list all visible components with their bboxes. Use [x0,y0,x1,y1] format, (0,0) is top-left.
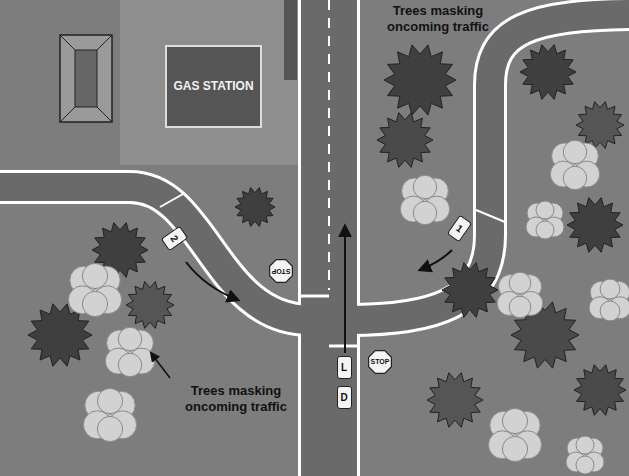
path-arrow [186,262,238,300]
tree-leaf-clump [82,263,107,288]
tree-leaf-clump [97,416,122,441]
stop-sign-shape [270,260,293,283]
building-name: GAS STATION [173,80,253,93]
building-roof-top [75,50,97,107]
tree-leaf-clump [413,175,436,198]
tree-leaf-clump [600,279,620,299]
center-line [328,0,330,290]
gas-station-building: GAS STATION [165,45,262,128]
tree-round [566,436,604,474]
car-label: 2 [168,233,180,244]
tree-round [589,279,629,321]
building-roof [60,35,112,122]
tree-leaf-clump [576,436,594,454]
tree-leaf-clump [600,301,620,321]
gas-station-lot [120,0,300,165]
tree-leaf-clump [82,291,107,316]
main-road [301,0,357,476]
stop-line [301,295,329,298]
tree-spiky [427,373,483,428]
tree-spiky [574,365,626,416]
trees [28,45,629,474]
tree-leaf-clump [576,456,594,474]
car: D [337,386,352,409]
stop-sign: STOP [268,258,294,284]
car-label: L [341,362,347,373]
tree-spiky [384,45,456,115]
callout-note: Trees masking oncoming traffic [170,383,302,414]
lot-strip [284,0,297,80]
tree-leaf-clump [118,327,141,350]
sign-text: STOP [272,267,291,275]
main-road-edge [298,0,360,476]
car-label: 1 [454,222,465,234]
tree-leaf-clump [536,221,554,239]
tree-leaf-clump [502,436,527,461]
car: 2 [160,225,187,250]
tree-leaf-clump [509,272,531,294]
car-label: D [340,392,347,403]
right-road [348,14,629,320]
path-arrow [344,226,346,353]
roof-ridges [60,35,112,122]
tree-spiky [126,282,174,329]
tree-spiky [442,263,498,318]
sign-text: STOP [371,358,390,366]
road-marking [476,210,505,222]
tree-leaf-clump [536,201,554,219]
tree-leaf-clump [509,296,531,318]
road-marking [160,194,183,207]
tree-spiky [567,198,623,253]
tree-leaf-clump [97,388,122,413]
tree-round [497,272,543,318]
small-building [60,35,112,122]
stop-sign: STOP [367,349,393,375]
tree-spiky [520,45,576,100]
leader-arrow [151,353,170,378]
tree-round [83,388,136,441]
tree-leaf-clump [563,140,586,163]
stop-line [329,345,357,348]
callout-note: Trees masking oncoming traffic [372,3,504,34]
tree-spiky [235,188,275,227]
junction [301,303,357,337]
tree-leaf-clump [502,408,527,433]
tree-spiky [576,102,624,149]
path-arrow [420,250,452,270]
tree-round [68,263,121,316]
tree-round [526,201,564,239]
tree-spiky [377,113,433,168]
car: L [337,356,352,379]
tree-round [400,175,449,224]
tree-leaf-clump [118,353,141,376]
tree-round [488,408,541,461]
tree-round [550,140,599,189]
tree-round [105,327,154,376]
car: 1 [446,214,471,241]
stop-sign-shape [369,351,392,374]
right-road-edge [348,14,629,320]
tree-leaf-clump [413,201,436,224]
tree-leaf-clump [563,166,586,189]
